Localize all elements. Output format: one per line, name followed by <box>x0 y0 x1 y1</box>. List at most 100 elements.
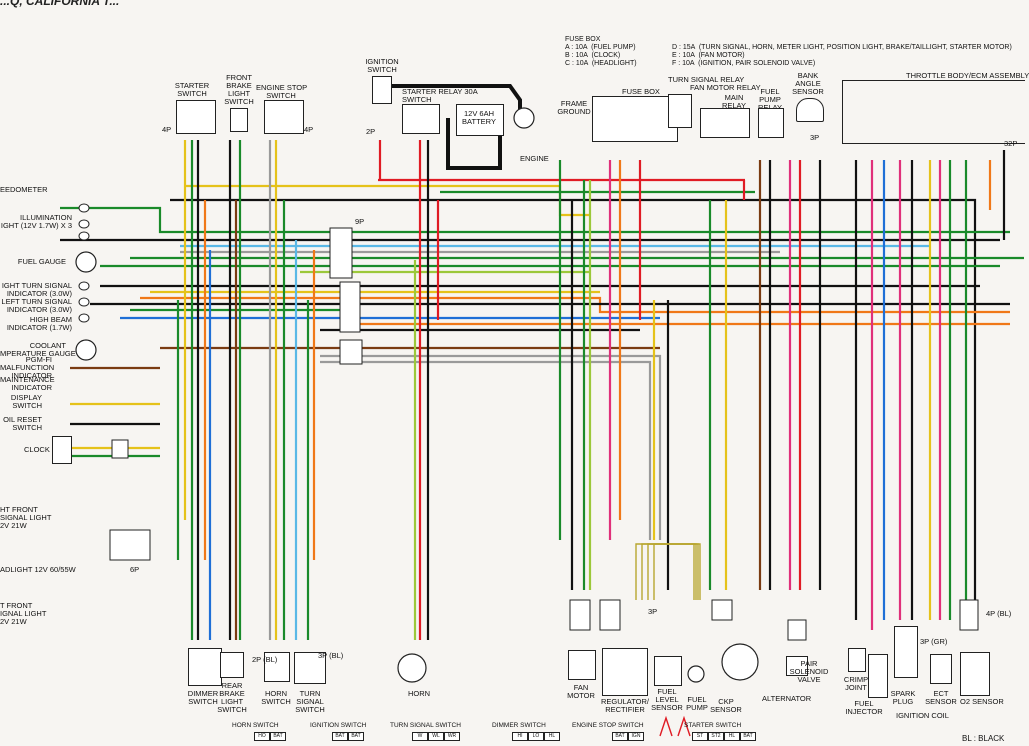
legend-horn-title: HORN SWITCH <box>232 722 279 729</box>
fuse-a: A : 10A (FUEL PUMP) <box>565 44 636 51</box>
speedometer-label: EEDOMETER <box>0 185 48 194</box>
component-circle <box>513 107 535 129</box>
ignition-switch <box>372 76 392 104</box>
connector-block <box>329 227 353 279</box>
front-turn-left-label: T FRONT IGNAL LIGHT 2V 21W <box>0 601 47 626</box>
clock-box <box>52 436 72 464</box>
battery-label: 12V 6AH BATTERY <box>462 109 496 126</box>
legend-engine-stop-title: ENGINE STOP SWITCH <box>572 722 644 729</box>
connector-block <box>339 339 363 365</box>
fuel-injector <box>868 654 888 698</box>
legend-ign-col: BAT <box>348 732 364 741</box>
legend-st-col: ST2 <box>708 732 724 741</box>
harness-wire <box>320 354 662 540</box>
connector-block <box>111 439 129 459</box>
legend-turn-col: WL <box>428 732 444 741</box>
horn-label: HORN <box>408 689 431 698</box>
front-brake-switch <box>230 108 248 132</box>
fuse-c: C : 10A (HEADLIGHT) <box>565 60 637 67</box>
fuse-f: F : 10A (IGNITION, PAIR SOLENOID VALVE) <box>672 60 816 67</box>
front-brake-switch-label: FRONT BRAKE LIGHT SWITCH <box>224 73 254 106</box>
pgm-fi-label: PGM-FI MALFUNCTION INDICATOR <box>0 355 55 380</box>
pair-valve <box>786 656 808 676</box>
component-circle <box>721 643 759 681</box>
fuel-pump-relay-label: FUEL PUMP RELAY <box>758 87 782 112</box>
legend-turn-col: WR <box>444 732 460 741</box>
fuel-level-sensor <box>654 656 682 686</box>
legend-turn-title: TURN SIGNAL SWITCH <box>390 722 461 729</box>
crimp-joint <box>848 648 866 672</box>
conn-4p-starter: 4P <box>162 125 172 134</box>
bank-angle-sensor-label: BANK ANGLE SENSOR <box>792 71 824 96</box>
harness-wire <box>320 360 652 540</box>
conn-2p-ign: 2P <box>366 127 376 136</box>
component-circle <box>397 653 427 683</box>
starter-switch-label: STARTER SWITCH <box>174 81 210 98</box>
headlight-label: ADLIGHT 12V 60/55W <box>0 565 76 574</box>
conn-9p: 9P <box>355 217 365 226</box>
conn-4p-bl: 4P (Bl) <box>986 609 1012 618</box>
conn-3p-bank: 3P <box>810 133 820 142</box>
connector-block <box>109 529 151 561</box>
legend-horn-col: BAT <box>270 732 286 741</box>
regulator-rectifier <box>602 648 648 696</box>
clock-label: CLOCK <box>24 445 50 454</box>
fuse-box-title: FUSE BOX <box>565 36 601 43</box>
battery-cable <box>446 118 502 170</box>
ignition-switch-label: IGNITION SWITCH <box>365 57 399 74</box>
horn-switch <box>264 652 290 682</box>
spark-plug-label: SPARK PLUG <box>890 689 916 706</box>
horn-switch-label: HORN SWITCH <box>261 689 291 706</box>
legend-starter-title: STARTER SWITCH <box>684 722 742 729</box>
sensor-wire <box>641 543 699 600</box>
sensor-wire <box>653 543 695 600</box>
conn-3p-gr: 3P (Gr) <box>920 637 948 646</box>
connector-block <box>569 599 591 631</box>
bank-angle-sensor <box>796 98 824 122</box>
illumination-label: ILLUMINATION IGHT (12V 1.7W) x 3 <box>0 213 72 230</box>
connector-block <box>599 599 621 631</box>
bulb-icon <box>78 231 90 241</box>
fuel-pump-relay <box>758 108 784 138</box>
dimmer-switch <box>188 648 222 686</box>
engine-stop-switch-label: ENGINE STOP SWITCH <box>256 83 308 100</box>
fan-motor-label: FAN MOTOR <box>567 683 595 700</box>
harness-wire <box>60 206 1010 234</box>
fuel-injector-label: FUEL INJECTOR <box>845 699 883 716</box>
front-turn-right-label: HT FRONT SIGNAL LIGHT 2V 21W <box>0 505 52 530</box>
connector-block <box>339 281 361 333</box>
conn-3p-fuel: 3P <box>648 607 658 616</box>
fan-motor <box>568 650 596 680</box>
bulb-icon <box>78 281 90 291</box>
starter-relay-label: STARTER RELAY 30A SWITCH <box>402 87 478 104</box>
crimp-joint-label: CRIMP JOINT <box>843 675 869 692</box>
connector-block <box>787 619 807 641</box>
bulb-icon <box>78 297 90 307</box>
conn-32p: 32P <box>1004 139 1018 148</box>
conn-3p-bl: 3P (Bl) <box>318 651 344 660</box>
maintenance-label: MAINTENANCE INDICATOR <box>0 375 55 392</box>
conn-6p: 6P <box>130 565 140 574</box>
page-title: ...Q, CALIFORNIA T... <box>0 0 120 8</box>
engine-stop-switch <box>264 100 304 134</box>
legend-horn-col: HO <box>254 732 270 741</box>
fan-main-relay <box>700 108 750 138</box>
legend-turn-col: W <box>412 732 428 741</box>
sensor-wire <box>647 543 697 600</box>
display-switch-label: DISPLAY SWITCH <box>10 393 42 410</box>
dimmer-switch-label: DIMMER SWITCH <box>187 689 219 706</box>
fuse-b: B : 10A (CLOCK) <box>565 52 621 59</box>
legend-ignition-title: IGNITION SWITCH <box>310 722 367 729</box>
fuse-box-label: FUSE BOX <box>622 87 660 96</box>
alternator-label: ALTERNATOR <box>762 694 812 703</box>
bulb-icon <box>78 203 90 213</box>
legend-dim-col: LO <box>528 732 544 741</box>
fuse-d: D : 15A (TURN SIGNAL, HORN, METER LIGHT,… <box>672 44 1012 51</box>
legend-st-col: HL <box>724 732 740 741</box>
left-turn-indicator-label: LEFT TURN SIGNAL INDICATOR (3.0W) <box>1 297 72 314</box>
fuse-e: E : 10A (FAN MOTOR) <box>672 52 745 59</box>
